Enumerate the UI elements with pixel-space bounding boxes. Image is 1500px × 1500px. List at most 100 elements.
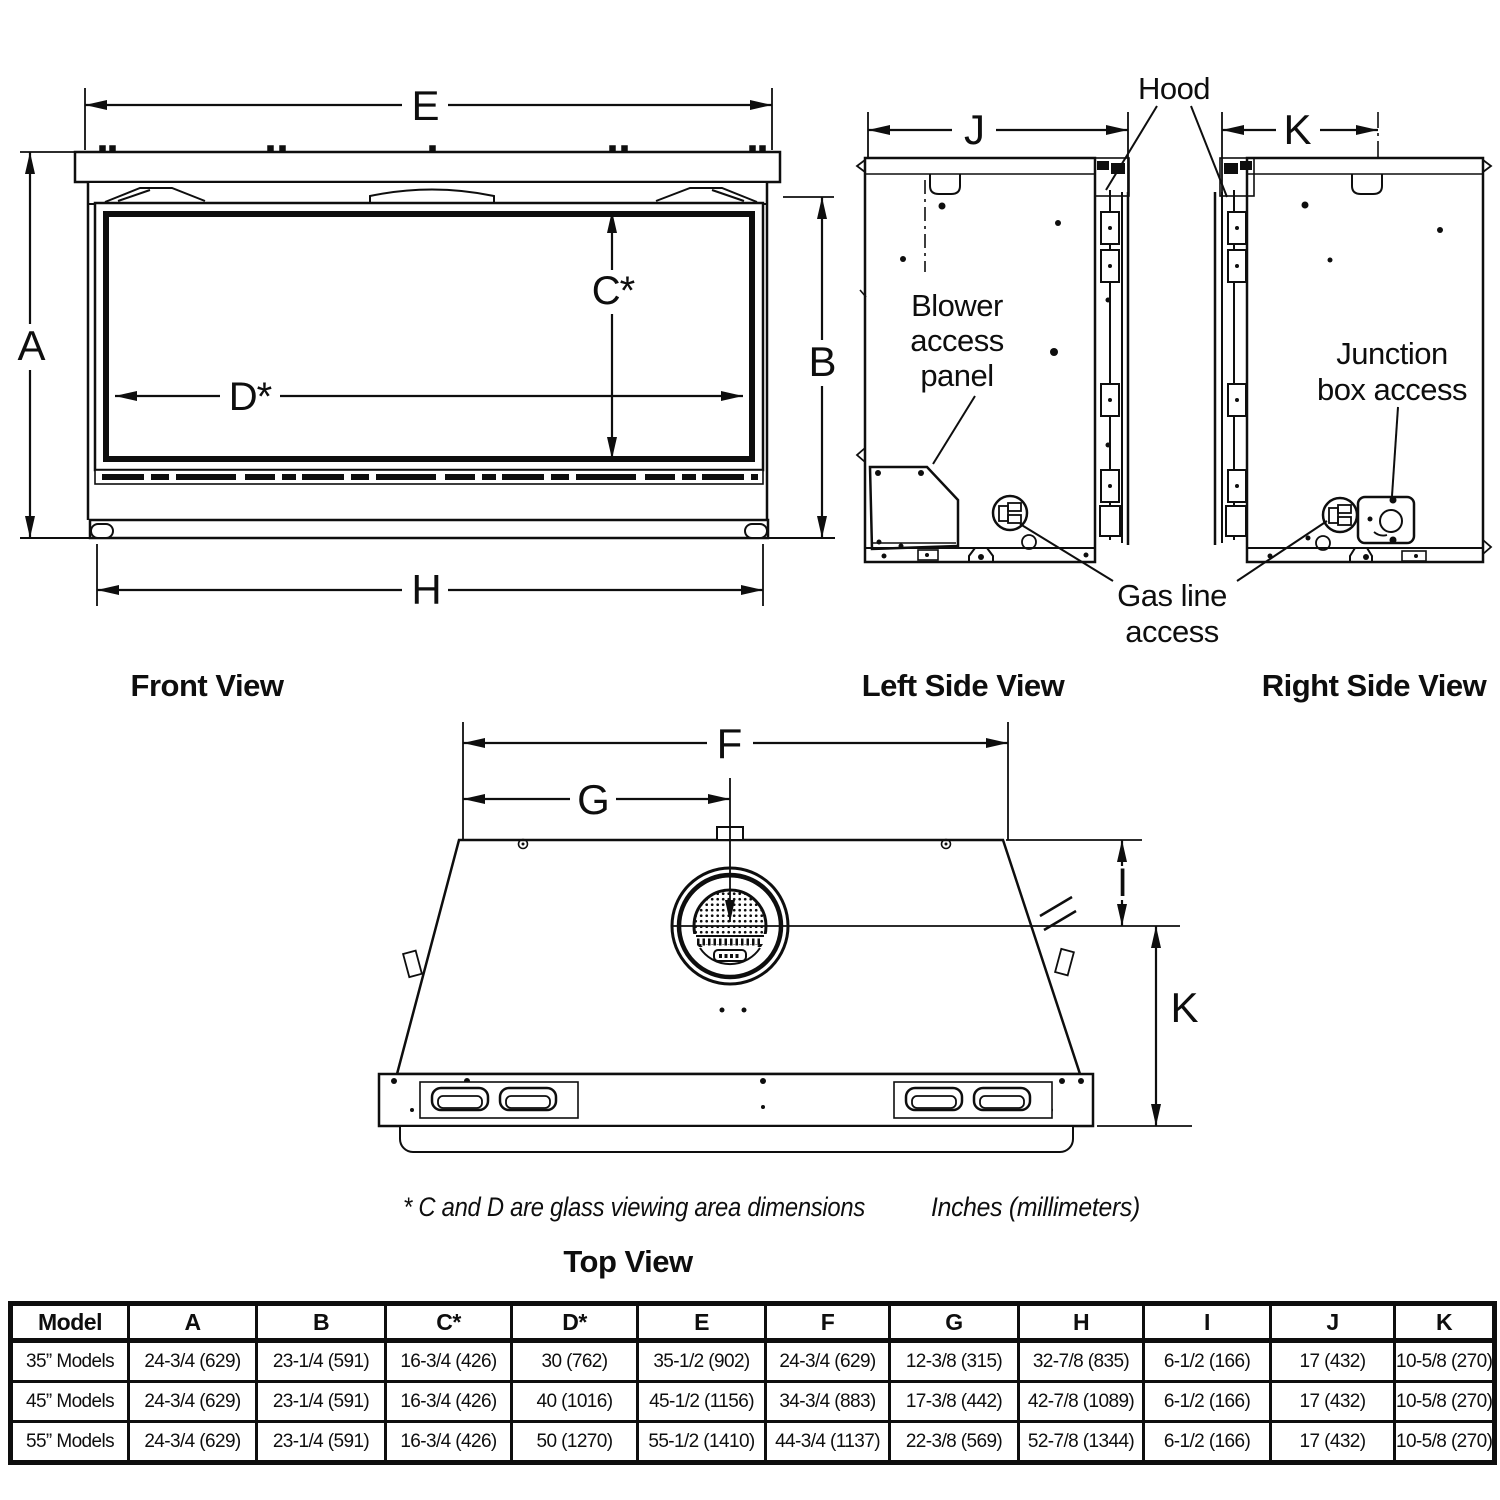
table-cell: 10-5/8 (270)	[1393, 1420, 1496, 1464]
gas-leader-right	[1236, 520, 1328, 582]
table-header-a: A	[127, 1302, 258, 1343]
dim-label-e: E	[411, 82, 438, 129]
hood-clips	[104, 187, 758, 203]
blower-access-panel	[868, 465, 960, 551]
dim-label-j: J	[964, 106, 984, 153]
right-view-hood	[1213, 157, 1255, 545]
table-cell: 6-1/2 (166)	[1142, 1420, 1272, 1464]
dim-label-c: C*	[592, 269, 635, 313]
table-header-b: B	[255, 1302, 387, 1343]
right-side-view	[1105, 105, 1493, 582]
hood-bolt-marks	[99, 145, 766, 153]
table-row: 45” Models 24-3/4 (629) 23-1/4 (591) 16-…	[9, 1380, 1496, 1423]
table-cell: 17 (432)	[1269, 1420, 1396, 1464]
dim-label-i: I	[1117, 861, 1127, 905]
table-cell: 24-3/4 (629)	[127, 1380, 258, 1423]
table-cell: 52-7/8 (1344)	[1017, 1420, 1145, 1464]
dim-label-d: D*	[229, 375, 272, 419]
table-header-row: Model A B C* D* E F G H I J K	[9, 1302, 1496, 1343]
left-view-hood	[1094, 157, 1130, 545]
top-view	[377, 720, 1192, 1153]
dim-label-g: G	[577, 776, 609, 823]
table-header-c: C*	[384, 1302, 513, 1343]
table-cell: 10-5/8 (270)	[1393, 1339, 1496, 1383]
table-cell: 23-1/4 (591)	[255, 1380, 387, 1423]
left-foot	[90, 523, 114, 539]
table-cell: 16-3/4 (426)	[384, 1339, 513, 1383]
view-title-right: Right Side View	[1262, 668, 1488, 703]
glass-viewing-area	[103, 211, 755, 462]
bolt-dots-right	[1301, 201, 1443, 263]
callout-gas-2: access	[1125, 614, 1218, 649]
dim-label-a: A	[17, 322, 45, 369]
gas-stub	[1039, 895, 1077, 932]
callout-blower-3: panel	[920, 358, 993, 393]
table-cell: 6-1/2 (166)	[1142, 1339, 1272, 1383]
table-cell: 17 (432)	[1269, 1339, 1396, 1383]
table-cell: 24-3/4 (629)	[127, 1339, 258, 1383]
table-cell: 23-1/4 (591)	[255, 1420, 387, 1464]
dim-label-f: F	[717, 720, 742, 767]
note-units: Inches (millimeters)	[931, 1192, 1140, 1222]
table-cell: 55-1/2 (1410)	[636, 1420, 767, 1464]
table-cell: 32-7/8 (835)	[1017, 1339, 1145, 1383]
right-foot	[744, 523, 768, 539]
table-header-f: F	[764, 1302, 891, 1343]
hood-leader-right	[1190, 105, 1228, 198]
left-side-view	[855, 106, 1130, 582]
blower-panel-bolts	[875, 470, 924, 549]
dim-label-k-top: K	[1170, 984, 1198, 1031]
table-row: 35” Models 24-3/4 (629) 23-1/4 (591) 16-…	[9, 1339, 1496, 1383]
dim-label-b: B	[808, 338, 835, 385]
bolt-dots	[900, 202, 1111, 448]
callout-blower-2: access	[910, 323, 1003, 358]
vent-group-left	[419, 1081, 579, 1119]
note-glass-dimensions: * C and D are glass viewing area dimensi…	[403, 1192, 865, 1222]
dim-label-h: H	[411, 566, 440, 613]
table-header-d: D*	[510, 1302, 639, 1343]
table-cell: 12-3/8 (315)	[888, 1339, 1020, 1383]
table-header-e: E	[636, 1302, 767, 1343]
table-cell: 44-3/4 (1137)	[764, 1420, 891, 1464]
view-title-left: Left Side View	[862, 668, 1066, 703]
table-cell-model: 35” Models	[9, 1339, 130, 1383]
table-cell: 50 (1270)	[510, 1420, 639, 1464]
table-cell: 42-7/8 (1089)	[1017, 1380, 1145, 1423]
table-cell: 22-3/8 (569)	[888, 1420, 1020, 1464]
table-cell: 16-3/4 (426)	[384, 1420, 513, 1464]
table-cell: 16-3/4 (426)	[384, 1380, 513, 1423]
table-cell-model: 45” Models	[9, 1380, 130, 1423]
table-header-h: H	[1017, 1302, 1145, 1343]
table-cell: 35-1/2 (902)	[636, 1339, 767, 1383]
table-cell: 10-5/8 (270)	[1393, 1380, 1496, 1423]
table-header-j: J	[1269, 1302, 1396, 1343]
table-header-model: Model	[9, 1302, 130, 1343]
blower-leader-line	[932, 395, 976, 465]
table-cell: 17 (432)	[1269, 1380, 1396, 1423]
rail-bolts	[881, 552, 1089, 560]
callout-blower-1: Blower	[911, 288, 1003, 323]
table-cell: 6-1/2 (166)	[1142, 1380, 1272, 1423]
dimensions-table: Model A B C* D* E F G H I J K 35” Models…	[8, 1301, 1497, 1465]
table-cell: 45-1/2 (1156)	[636, 1380, 767, 1423]
callout-junction-1: Junction	[1336, 336, 1447, 371]
table-cell: 40 (1016)	[510, 1380, 639, 1423]
table-cell: 23-1/4 (591)	[255, 1339, 387, 1383]
table-header-i: I	[1142, 1302, 1272, 1343]
view-title-front: Front View	[131, 668, 285, 703]
hood-leader-left	[1105, 105, 1158, 191]
callout-hood: Hood	[1138, 71, 1210, 106]
gas-access-right	[1305, 496, 1359, 551]
gas-leader-left	[1019, 523, 1114, 582]
callout-gas-1: Gas line	[1117, 578, 1227, 613]
vent-group-right	[893, 1081, 1053, 1119]
table-cell: 24-3/4 (629)	[764, 1339, 891, 1383]
junction-leader	[1391, 406, 1399, 497]
table-cell: 34-3/4 (883)	[764, 1380, 891, 1423]
table-header-g: G	[888, 1302, 1020, 1343]
table-row: 55” Models 24-3/4 (629) 23-1/4 (591) 16-…	[9, 1420, 1496, 1464]
table-cell-model: 55” Models	[9, 1420, 130, 1464]
junction-box	[1356, 495, 1416, 545]
